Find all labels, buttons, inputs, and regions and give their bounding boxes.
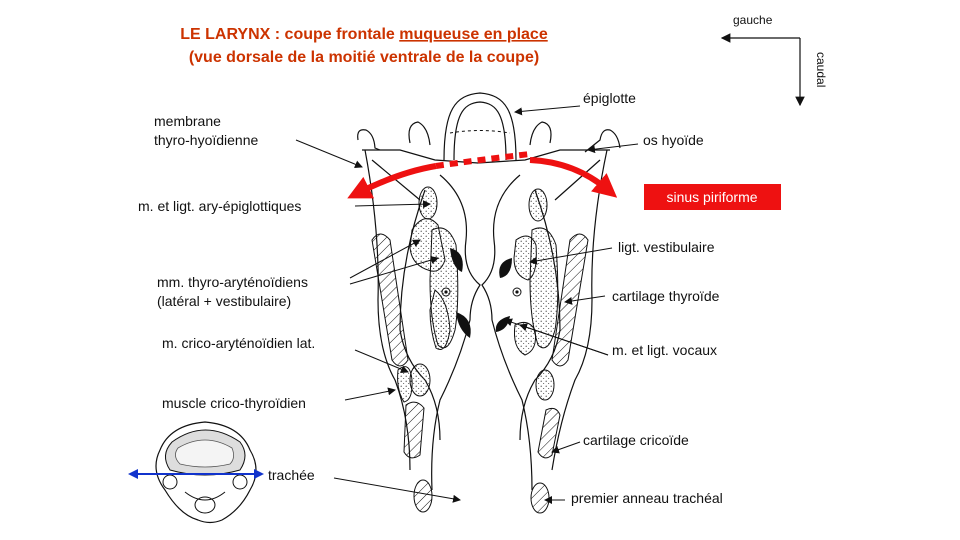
- sinus-piriforme-badge: sinus piriforme: [644, 184, 781, 210]
- label-ligt-vestibulaire: ligt. vestibulaire: [618, 239, 715, 255]
- label-crico-thyroidien: muscle crico-thyroïdien: [162, 395, 306, 411]
- label-os-hyoide: os hyoïde: [643, 132, 704, 148]
- orientation-left-label: gauche: [733, 13, 773, 27]
- larynx-section-drawing: [347, 92, 621, 514]
- orientation-down-label: caudal: [814, 52, 828, 87]
- label-cartilage-cricoide: cartilage cricoïde: [583, 432, 689, 448]
- label-trachee: trachée: [268, 467, 315, 483]
- label-thyro-ary-line1: mm. thyro-aryténoïdiens: [157, 274, 308, 290]
- inset-section-icon: [128, 421, 264, 524]
- label-thyro-ary-line2: (latéral + vestibulaire): [157, 293, 291, 309]
- diagram-title-line2: (vue dorsale de la moitié ventrale de la…: [189, 49, 539, 66]
- label-vocaux: m. et ligt. vocaux: [612, 342, 717, 358]
- label-crico-aryt-lat: m. crico-aryténoïdien lat.: [162, 335, 315, 351]
- label-premier-anneau: premier anneau trachéal: [571, 490, 723, 506]
- label-ary-epiglottiques: m. et ligt. ary-épiglottiques: [138, 198, 301, 214]
- orientation-indicator: gauche caudal: [720, 13, 828, 107]
- label-membrane-line2: thyro-hyoïdienne: [154, 132, 259, 148]
- label-cartilage-thyroide: cartilage thyroïde: [612, 288, 720, 304]
- title-underlined-text: muqueuse en place: [399, 26, 548, 43]
- label-epiglotte: épiglotte: [583, 90, 636, 106]
- label-sinus-piriforme: sinus piriforme: [666, 189, 757, 205]
- leader-lines: [295, 105, 639, 504]
- label-membrane-line1: membrane: [154, 113, 221, 129]
- diagram-title-line1: LE LARYNX : coupe frontale muqueuse en p…: [180, 26, 548, 43]
